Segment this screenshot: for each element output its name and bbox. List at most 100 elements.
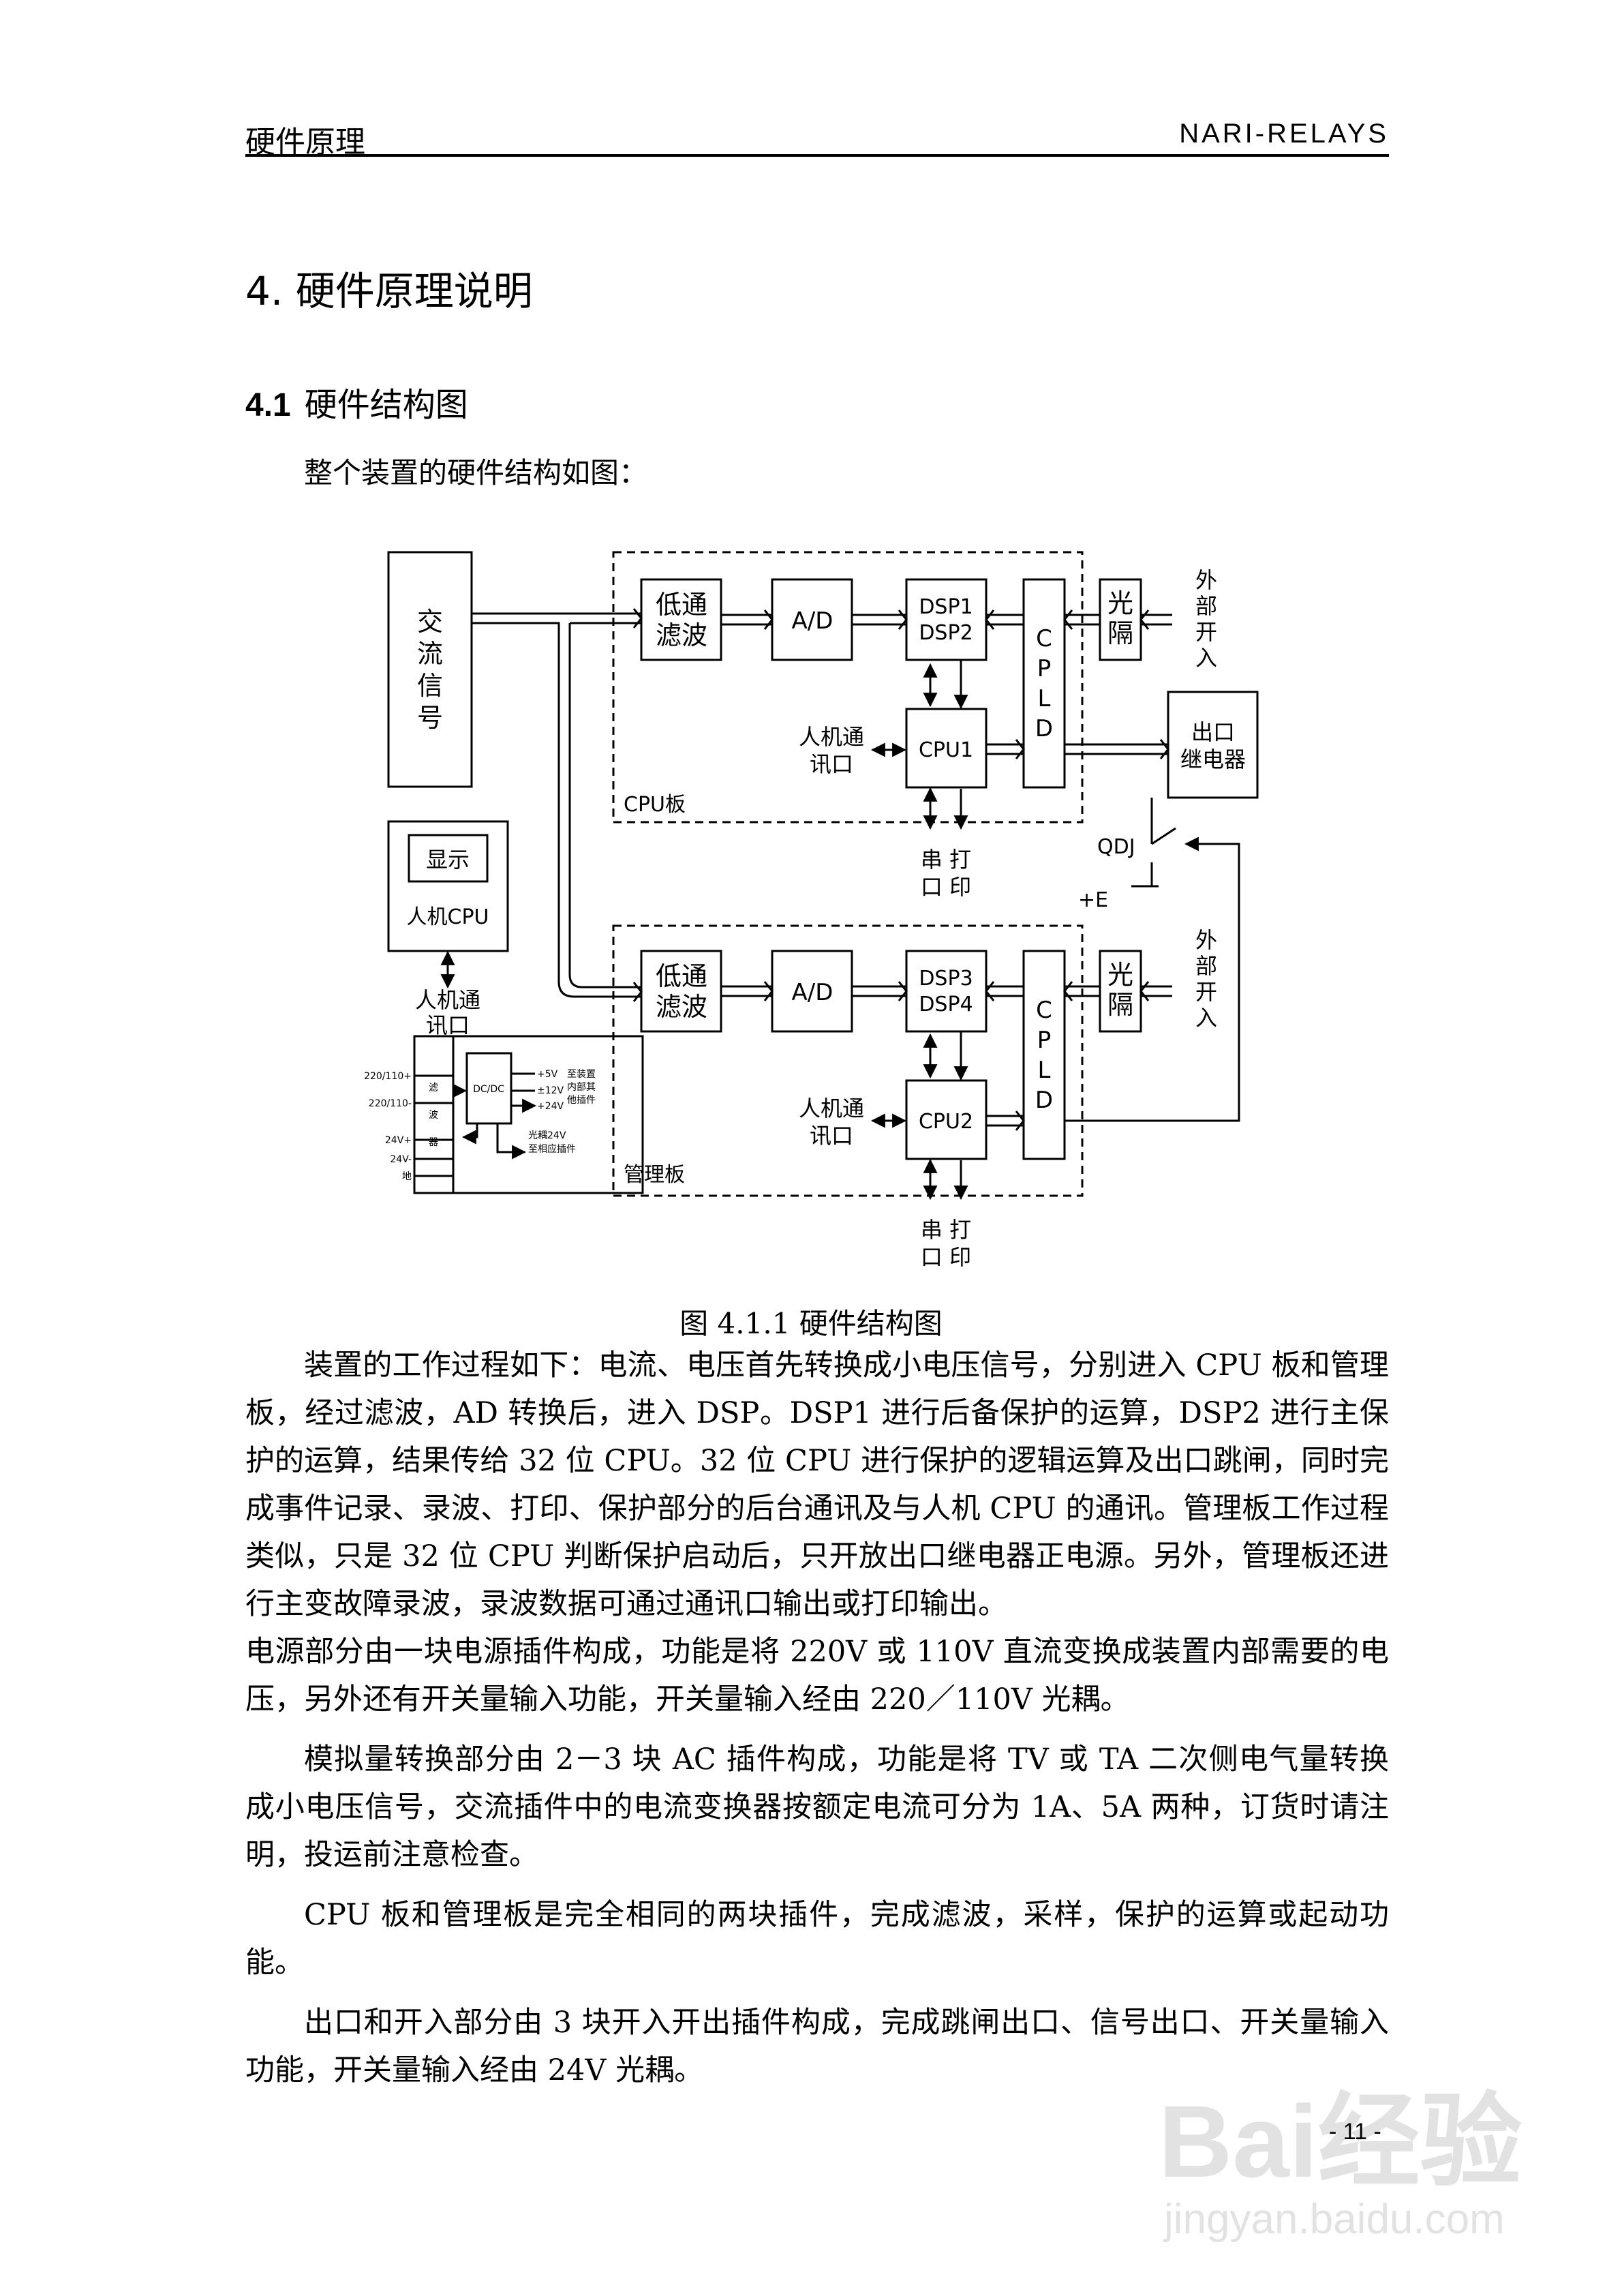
- hmi-comm-top-1: 人机通: [799, 724, 864, 750]
- paragraph-3: 模拟量转换部分由 2－3 块 AC 插件构成，功能是将 TV 或 TA 二次侧电…: [245, 1742, 1389, 1872]
- ext-input-top-2: 部: [1195, 593, 1217, 619]
- opto-bottom-2: 隔: [1107, 990, 1133, 1020]
- cpld-top-p: P: [1037, 655, 1052, 682]
- ac-signal-1: 交: [417, 607, 443, 637]
- psu-dcdc: DC/DC: [473, 1084, 504, 1095]
- header-rule: [245, 154, 1389, 157]
- cpu1-label: CPU1: [919, 738, 973, 762]
- hmi-comm-port-1: 人机通: [415, 987, 480, 1013]
- paragraph-1: 装置的工作过程如下：电流、电压首先转换成小电压信号，分别进入 CPU 板和管理板…: [245, 1348, 1389, 1621]
- body-text: 装置的工作过程如下：电流、电压首先转换成小电压信号，分别进入 CPU 板和管理板…: [245, 1342, 1389, 2094]
- ac-signal-4: 号: [417, 703, 443, 733]
- psu-out-1: +5V: [537, 1069, 558, 1080]
- lowpass-bottom-1: 低通: [656, 961, 707, 991]
- dsp1: DSP1: [919, 595, 973, 619]
- dsp-box-top: [905, 578, 988, 661]
- hmi-comm-port-2: 讯口: [426, 1012, 470, 1038]
- cpld-top-c: C: [1036, 625, 1052, 652]
- section-title: 4. 硬件原理说明: [245, 268, 533, 314]
- cpu2-label: CPU2: [919, 1110, 973, 1134]
- header-left: 硬件原理: [245, 125, 365, 160]
- opto-bottom-1: 光: [1107, 960, 1133, 990]
- ad-top: A/D: [792, 607, 833, 635]
- lowpass-bottom-2: 滤波: [656, 992, 707, 1022]
- output-relay-1: 出口: [1191, 719, 1235, 745]
- cpu-board-label: CPU板: [624, 793, 686, 817]
- psu-in-2: 220/110-: [369, 1098, 412, 1109]
- psu-in-4: 24V-: [390, 1154, 412, 1165]
- psu-out-2: ±12V: [537, 1085, 564, 1096]
- watermark-logo: Bai经验: [1159, 2084, 1522, 2199]
- cpld-box-bottom: [1022, 950, 1066, 1160]
- psu-in-1: 220/110+: [364, 1071, 412, 1082]
- power-supply-box: [413, 1035, 644, 1194]
- cpld-box-top: [1022, 578, 1066, 789]
- dsp4: DSP4: [919, 993, 973, 1016]
- page-number: - 11 -: [1329, 2119, 1381, 2145]
- psu-filter-3: 器: [429, 1137, 438, 1148]
- cpld-bottom-p: P: [1037, 1027, 1052, 1054]
- psu-filter-1: 滤: [429, 1083, 438, 1093]
- qdj-label: QDJ: [1097, 835, 1135, 859]
- ac-signal-2: 流: [417, 639, 443, 669]
- plus-e-label: +E: [1078, 888, 1108, 912]
- ext-input-bottom-4: 入: [1195, 1005, 1217, 1031]
- hmi-cpu-box: [387, 820, 509, 952]
- ext-input-bottom-1: 外: [1195, 927, 1217, 953]
- ad-bottom: A/D: [792, 979, 833, 1006]
- dsp-box-bottom: [905, 950, 988, 1033]
- subsection-number: 4.1: [245, 387, 291, 423]
- baidu-watermark: Bai经验 jingyan.baidu.com: [1159, 2059, 1540, 2250]
- psu-out-note-3: 他插件: [567, 1095, 596, 1106]
- cpld-bottom-c: C: [1036, 997, 1052, 1024]
- dsp3: DSP3: [919, 967, 973, 991]
- hmi-comm-bottom-1: 人机通: [799, 1096, 864, 1121]
- display-box: [408, 834, 489, 883]
- serial-print-top-1: 串 打: [921, 847, 971, 873]
- cpld-bottom-l: L: [1038, 1057, 1051, 1084]
- psu-opto-note-2: 至相应插件: [528, 1143, 576, 1155]
- subsection-title: 硬件结构图: [304, 386, 468, 424]
- paragraph-2: 电源部分由一块电源插件构成，功能是将 220V 或 110V 直流变换成装置内部…: [245, 1635, 1389, 1717]
- serial-print-bottom-1: 串 打: [921, 1217, 971, 1243]
- psu-opto-note-1: 光耦24V: [528, 1130, 566, 1141]
- lowpass-top-2: 滤波: [656, 620, 707, 650]
- ac-signal-box: [387, 551, 473, 788]
- ext-input-bottom-3: 开: [1195, 979, 1217, 1005]
- opto-top-2: 隔: [1107, 618, 1133, 648]
- psu-in-5: 地: [402, 1171, 412, 1182]
- display-label: 显示: [426, 847, 470, 873]
- subsection-heading: 4.1 硬件结构图: [245, 378, 468, 425]
- psu-filter-2: 波: [429, 1110, 438, 1121]
- opto-top-1: 光: [1107, 588, 1133, 618]
- ext-input-top-1: 外: [1195, 567, 1217, 593]
- paragraph-4: CPU 板和管理板是完全相同的两块插件，完成滤波，采样，保护的运算或起动功能。: [245, 1898, 1389, 1980]
- figure-caption: 图 4.1.1 硬件结构图: [679, 1307, 943, 1340]
- ac-signal-3: 信: [417, 671, 443, 701]
- ext-input-top-3: 开: [1195, 619, 1217, 645]
- mgmt-board-outline: [612, 924, 1084, 1197]
- header-right: NARI-RELAYS: [1179, 119, 1389, 149]
- cpld-top-d: D: [1035, 715, 1053, 742]
- psu-in-3: 24V+: [385, 1135, 412, 1146]
- cpld-top-l: L: [1038, 685, 1051, 712]
- cpu-board-outline: [612, 551, 1084, 824]
- output-relay-2: 继电器: [1180, 746, 1246, 772]
- psu-out-note-1: 至装置: [567, 1069, 596, 1080]
- psu-out-3: +24V: [537, 1101, 564, 1112]
- psu-out-note-2: 内部其: [567, 1082, 596, 1093]
- lowpass-top-1: 低通: [656, 590, 707, 620]
- ext-input-bottom-2: 部: [1195, 953, 1217, 979]
- paragraph-5: 出口和开入部分由 3 块开入开出插件构成，完成跳闸出口、信号出口、开关量输入功能…: [245, 2006, 1389, 2087]
- hmi-comm-top-2: 讯口: [810, 751, 853, 777]
- intro-text: 整个装置的硬件结构如图：: [304, 456, 648, 489]
- serial-print-top-2: 口 印: [921, 874, 971, 900]
- hmi-cpu-label: 人机CPU: [407, 905, 489, 929]
- mgmt-board-label: 管理板: [624, 1163, 685, 1187]
- hmi-comm-bottom-2: 讯口: [810, 1123, 853, 1149]
- dsp2: DSP2: [919, 621, 973, 645]
- cpld-bottom-d: D: [1035, 1087, 1053, 1114]
- ext-input-top-4: 入: [1195, 645, 1217, 671]
- serial-print-bottom-2: 口 印: [921, 1244, 971, 1270]
